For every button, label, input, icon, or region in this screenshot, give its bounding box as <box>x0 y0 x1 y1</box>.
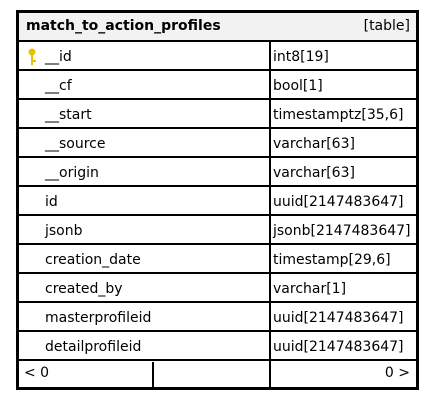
column-name: created_by <box>45 281 123 297</box>
column-type: uuid[2147483647] <box>273 310 404 326</box>
column-type: bool[1] <box>273 78 323 94</box>
column-type: jsonb[2147483647] <box>273 223 411 239</box>
table-row: __cf bool[1] <box>19 71 416 100</box>
table-row: id uuid[2147483647] <box>19 187 416 216</box>
column-name: masterprofileid <box>45 310 152 326</box>
column-name: jsonb <box>45 223 83 239</box>
column-type: varchar[1] <box>273 281 347 297</box>
column-type: uuid[2147483647] <box>273 339 404 355</box>
column-name: __source <box>45 136 106 152</box>
column-type: timestamptz[35,6] <box>273 107 404 123</box>
column-type: int8[19] <box>273 49 329 65</box>
column-name: __cf <box>45 78 72 94</box>
column-name: detailprofileid <box>45 339 142 355</box>
table-row: __source varchar[63] <box>19 129 416 158</box>
table-row: __id int8[19] <box>19 42 416 71</box>
table-box: match_to_action_profiles [table] __id in… <box>16 10 419 390</box>
table-row: creation_date timestamp[29,6] <box>19 245 416 274</box>
column-type: varchar[63] <box>273 165 355 181</box>
table-footer: < 0 0 > <box>19 362 416 387</box>
column-name: id <box>45 194 58 210</box>
footer-divider <box>152 362 154 387</box>
table-row: detailprofileid uuid[2147483647] <box>19 332 416 361</box>
column-type: timestamp[29,6] <box>273 252 391 268</box>
prev-page-button[interactable]: < 0 <box>24 365 50 381</box>
table-row: __origin varchar[63] <box>19 158 416 187</box>
table-row: jsonb jsonb[2147483647] <box>19 216 416 245</box>
table-header: match_to_action_profiles [table] <box>19 13 416 42</box>
key-icon <box>28 48 36 65</box>
column-name: __start <box>45 107 92 123</box>
table-row: masterprofileid uuid[2147483647] <box>19 303 416 332</box>
column-name: creation_date <box>45 252 141 268</box>
table-row: created_by varchar[1] <box>19 274 416 303</box>
table-row: __start timestamptz[35,6] <box>19 100 416 129</box>
table-name: match_to_action_profiles <box>26 18 221 34</box>
column-type: varchar[63] <box>273 136 355 152</box>
table-kind: [table] <box>363 18 410 34</box>
column-name: __origin <box>45 165 99 181</box>
column-divider <box>269 42 271 390</box>
column-type: uuid[2147483647] <box>273 194 404 210</box>
column-name: __id <box>45 49 72 65</box>
next-page-button[interactable]: 0 > <box>384 365 410 381</box>
